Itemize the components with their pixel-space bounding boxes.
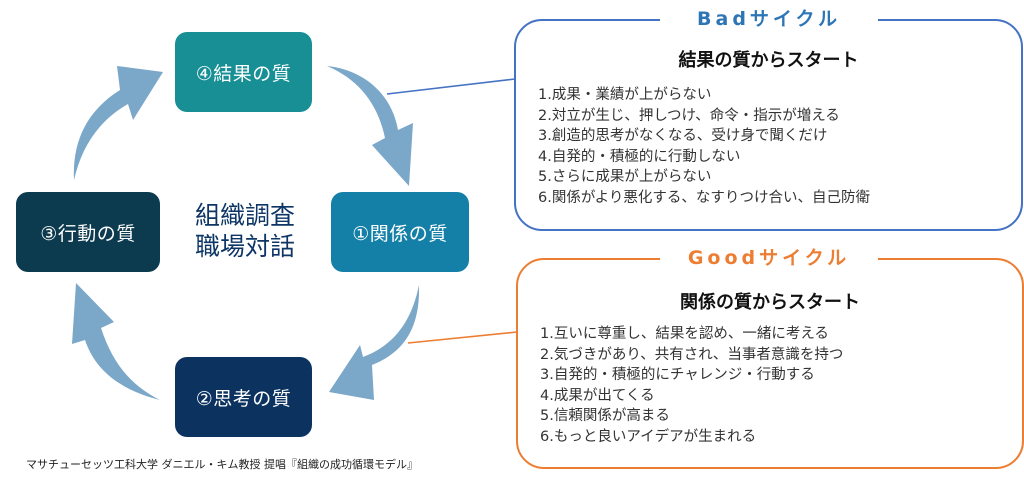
good-connector-line (407, 331, 518, 344)
list-item: 5.信頼関係が高まる (540, 408, 670, 424)
good-cycle-list: 1.互いに尊重し、結果を認め、一緒に考える 2.気づきがあり、共有され、当事者意… (540, 324, 843, 447)
bad-cycle-label: Badサイクル (660, 7, 878, 31)
good-cycle-panel: Goodサイクル 関係の質からスタート 1.互いに尊重し、結果を認め、一緒に考え… (516, 246, 1024, 469)
bad-cycle-panel: Badサイクル 結果の質からスタート 1.成果・業績が上がらない 2.対立が生じ… (514, 7, 1023, 231)
quality-of-relationships-label: ①関係の質 (352, 222, 448, 245)
good-cycle-label: Goodサイクル (660, 246, 878, 270)
list-item: 3.自発的・積極的にチャレンジ・行動する (540, 367, 815, 383)
list-item: 1.互いに尊重し、結果を認め、一緒に考える (540, 326, 829, 342)
bad-cycle-list: 1.成果・業績が上がらない 2.対立が生じ、押しつけ、命令・指示が増える 3.創… (538, 85, 870, 208)
quality-of-actions-label: ③行動の質 (40, 222, 136, 245)
arrow-thinking-to-actions (72, 283, 160, 400)
list-item: 4.自発的・積極的に行動しない (538, 148, 741, 165)
quality-of-thinking-box: ②思考の質 (175, 357, 312, 437)
quality-of-results-box: ④結果の質 (175, 32, 312, 112)
center-title: 組織調査 職場対話 (180, 200, 310, 262)
list-item: 2.対立が生じ、押しつけ、命令・指示が増える (538, 107, 840, 124)
quality-of-results-label: ④結果の質 (195, 62, 292, 85)
bad-cycle-heading: 結果の質からスタート (678, 50, 859, 71)
list-item: 4.成果が出てくる (540, 387, 655, 404)
center-title-line-1: 組織調査 (194, 201, 295, 230)
good-cycle-heading: 関係の質からスタート (680, 292, 860, 313)
list-item: 6.もっと良いアイデアが生まれる (540, 428, 757, 445)
quality-of-actions-box: ③行動の質 (16, 192, 160, 272)
list-item: 1.成果・業績が上がらない (538, 87, 712, 103)
arrow-actions-to-results (73, 66, 163, 180)
quality-of-thinking-label: ②思考の質 (195, 387, 292, 410)
list-item: 2.気づきがあり、共有され、当事者意識を持つ (540, 346, 844, 363)
arrow-results-to-relationships (327, 66, 413, 186)
list-item: 5.さらに成果が上がらない (538, 169, 712, 185)
list-item: 6.関係がより悪化する、なすりつけ合い、自己防衛 (538, 189, 870, 206)
source-footnote: マサチューセッツ工科大学 ダニエル・キム教授 提唱『組織の成功循環モデル』 (26, 458, 418, 471)
list-item: 3.創造的思考がなくなる、受け身で聞くだけ (538, 128, 828, 144)
bad-connector-line (386, 78, 516, 95)
quality-of-relationships-box: ①関係の質 (331, 192, 469, 272)
center-title-line-2: 職場対話 (194, 232, 295, 261)
arrow-relationships-to-thinking (329, 285, 420, 400)
